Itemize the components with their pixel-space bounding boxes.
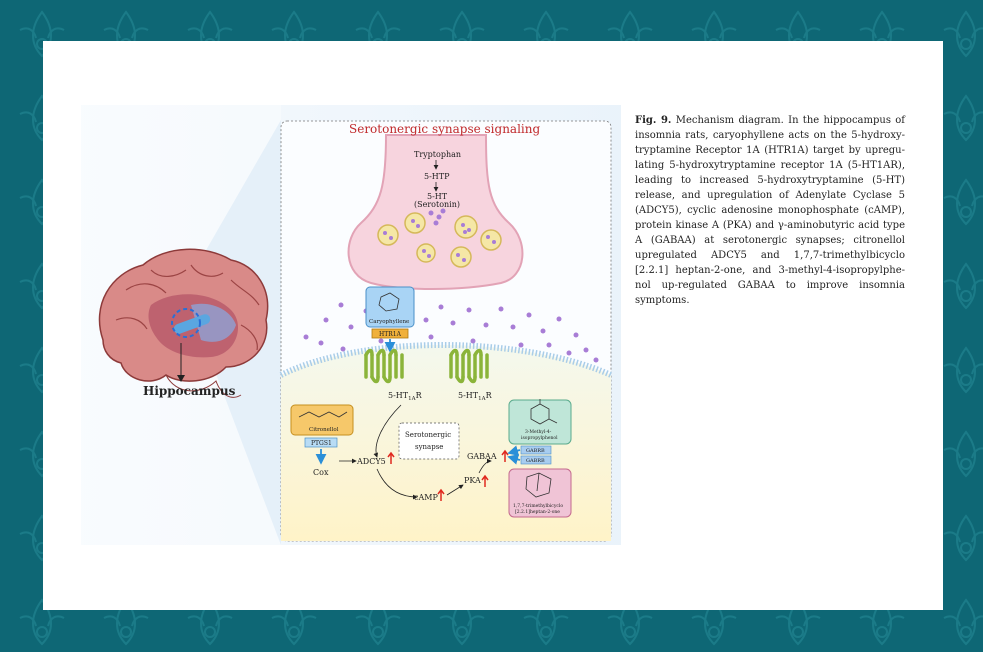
gabrb-label-2: GABRB: [526, 458, 545, 464]
brain-illustration: [98, 248, 269, 398]
methyl-line1: 3-Methyl-4-: [525, 429, 552, 435]
receptor-1: [364, 348, 404, 384]
synapse-box-line2: synapse: [415, 443, 443, 451]
serotonin-molecules: [303, 302, 599, 363]
adcy5-label: ADCY5: [356, 457, 386, 466]
receptor-1-label: 5-HT1AR: [388, 391, 423, 402]
gabrb-tag-1: [520, 445, 552, 455]
ptgs1-tag: [304, 437, 338, 448]
methyl-line2: isopropylphenol: [521, 435, 558, 441]
receptor-2-label: 5-HT1AR: [458, 391, 493, 402]
gabaa-label: GABAA: [467, 452, 497, 461]
receptor-2: [449, 348, 489, 384]
citronellol-box: [290, 404, 354, 436]
presynaptic-terminal: [347, 134, 524, 290]
5htp-label: 5-HTP: [424, 172, 450, 181]
serotonergic-synapse-box: [398, 422, 460, 460]
diagram-title: Serotonergic synapse signaling: [349, 122, 540, 136]
citronellol-label: Citronellol: [309, 427, 339, 433]
caryophyllene-label: Caryophyllene: [369, 319, 409, 325]
synapse-box-line1: Serotonergic: [405, 431, 451, 439]
figure-caption-label: Fig. 9.: [635, 115, 672, 126]
bicyclo-line2: [2.2.1]heptan-2-one: [515, 509, 560, 515]
bicyclo-line1: 1,7,7-trimethylbicyclo: [513, 503, 563, 509]
mechanism-diagram: Hippocampus Serotonergic synapse signali…: [81, 105, 621, 545]
hippocampus-label: Hippocampus: [143, 384, 236, 398]
figure-caption-text: Mechanism diagram. In the hippocampus of…: [635, 115, 905, 306]
trimethylbicyclo-box: [508, 468, 572, 518]
htr1a-label: HTR1A: [379, 331, 402, 338]
serotonin-label: (Serotonin): [414, 200, 460, 209]
caryophyllene-box: [365, 286, 415, 328]
gabrb-label-1: GABRB: [526, 448, 545, 454]
htr1a-tag: [371, 328, 409, 339]
pka-label: PKA: [464, 476, 481, 485]
cox-label: Cox: [313, 468, 329, 477]
camp-label: cAMP: [414, 493, 438, 502]
figure-caption: Fig. 9. Mechanism diagram. In the hippoc…: [635, 113, 905, 308]
gabrb-tag-2: [520, 455, 552, 465]
ptgs1-label: PTGS1: [311, 440, 332, 447]
5ht-label: 5-HT: [427, 192, 448, 201]
tryptophan-label: Tryptophan: [414, 150, 461, 159]
paper-page: Hippocampus Serotonergic synapse signali…: [43, 41, 943, 610]
vesicles: [377, 208, 502, 268]
